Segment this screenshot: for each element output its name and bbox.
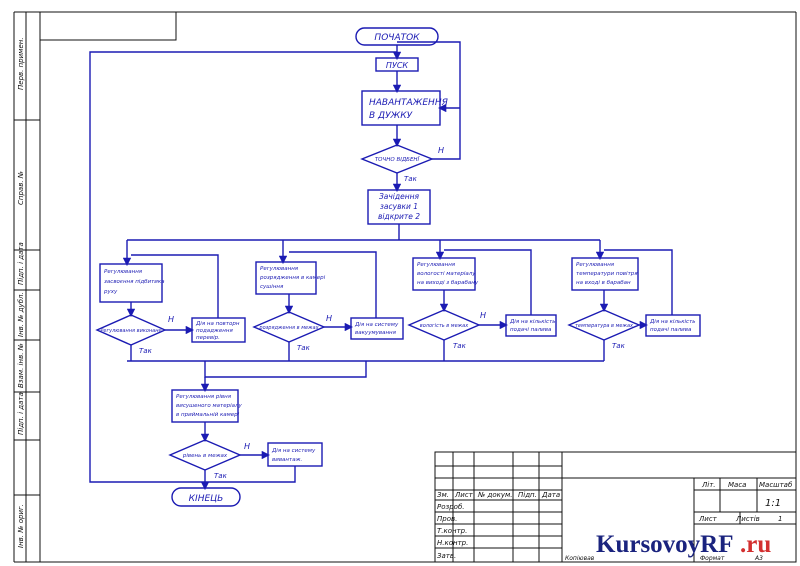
branch-2-process-line-3: сушіння [260, 284, 284, 290]
branch-1-no: Н [168, 315, 174, 324]
branch-3-decision-label: вологість в межах [420, 323, 468, 329]
branch-4-process-line-1: Регулювання [576, 262, 615, 268]
tb-sheets-value: 1 [778, 515, 782, 523]
tb-sheets: Листів [735, 515, 760, 523]
level-action-line-2: вивантаж. [272, 457, 303, 463]
tb-header-date: Дата [541, 491, 560, 499]
side-label-sign-date-2: Підп. і дата [17, 392, 25, 435]
branch-4-process [571, 257, 639, 291]
level-process-line-1: Регулювання рівня [176, 394, 232, 400]
watermark-text: KursovoyRF [596, 531, 734, 558]
branch-2-process [255, 261, 317, 295]
tb-role-approved: Затв. [437, 552, 456, 560]
side-label-repl-inv: Взам. інв. № [17, 343, 25, 388]
watermark-logo: KursovoyRF .ru [596, 531, 771, 558]
branch-1-action-line-3: перевір. [196, 335, 220, 341]
branch-1-process-line-1: Регулювання [104, 269, 143, 275]
decision-loaded-label: ТОЧНО ВІДБЕНЇ [375, 156, 421, 163]
tb-mass: Маса [728, 481, 746, 489]
drawing-frame [13, 11, 797, 563]
branch-2-process-line-2: розрядження в камері [259, 275, 326, 281]
loading-line-1: НАВАНТАЖЕННЯ [369, 98, 448, 108]
branch-4-yes: Так [612, 342, 626, 350]
branch-2-decision-label: розрядження в межах [258, 325, 318, 331]
tb-header-sign: Підп. [518, 491, 537, 499]
branch-1-process-line-3: руху [103, 289, 118, 295]
branch-2-no: Н [326, 314, 332, 323]
open-valves-line-3: відкрите 2 [378, 212, 420, 221]
tb-lit: Літ. [701, 481, 716, 489]
branch-1-action-line-1: Дія на повторн [195, 321, 240, 327]
tb-sheet: Лист [698, 515, 718, 523]
tb-header-change: Зм. [437, 491, 449, 499]
loop-line [89, 51, 397, 483]
title-block [434, 451, 797, 563]
side-label-dup-inv: Інв. № дубл. [17, 292, 25, 337]
decision-loaded-no: Н [438, 146, 444, 155]
side-label-orig-inv: Інв. № ориг. [17, 504, 25, 548]
tb-scale: Масштаб [759, 481, 793, 489]
tb-header-sheet: Лист [454, 491, 474, 499]
branch-4-process-line-3: на вході в барабан [576, 280, 631, 286]
branch-1: Регулювання засвоєння підбитика руху Рег… [95, 240, 246, 361]
tb-format: Формат [700, 555, 725, 562]
level-no: Н [244, 442, 250, 451]
open-valves-line-2: засувки 1 [380, 202, 418, 211]
flowchart: ПОЧАТОК ПУСК НАВАНТАЖЕННЯ В ДУЖКУ ТОЧНО … [89, 27, 701, 507]
start-label: ПОЧАТОК [374, 33, 420, 43]
level-yes: Так [214, 472, 228, 480]
branch-3-action-line-2: подачі палива [510, 327, 552, 333]
level-process-line-3: в приймальній камері [176, 412, 240, 418]
branch-1-action-line-2: подадження [196, 328, 233, 334]
open-valves-line-1: Зачідення [379, 192, 420, 201]
tb-role-norm-control: Н.контр. [437, 539, 468, 547]
branch-2-action-line-2: вакуумування [355, 330, 397, 336]
branch-1-yes: Так [139, 347, 153, 355]
level-process-line-2: висушеного матеріалу [176, 403, 242, 409]
branch-3-action-line-1: Дія на кількість [509, 319, 556, 325]
branch-1-decision-label: Регулювання виконане [100, 328, 161, 334]
level-action-line-1: Дія на систему [271, 448, 316, 454]
tb-format-value: А3 [754, 555, 763, 562]
watermark-suffix: .ru [740, 531, 771, 558]
branch-3: Регулювання вологості матеріалу на виход… [407, 240, 557, 361]
tb-copied: Копіював [565, 555, 595, 562]
branch-4-action [645, 314, 701, 337]
branch-2-action [350, 317, 404, 340]
tb-role-tech-control: Т.контр. [437, 527, 467, 535]
end-terminator [171, 487, 241, 507]
branch-4-action-line-1: Дія на кількість [649, 319, 696, 325]
tb-scale-value: 1:1 [765, 498, 781, 509]
branch-4-process-line-2: температури повітря [576, 271, 638, 277]
branch-3-no: Н [480, 311, 486, 320]
title-block-text: Зм. Лист № докум. Підп. Дата Розроб. Про… [437, 481, 793, 562]
branch-2-yes: Так [297, 344, 311, 352]
branch-2-process-line-1: Регулювання [260, 266, 299, 272]
branch-3-yes: Так [453, 342, 467, 350]
branch-2-action-line-1: Дія на систему [354, 322, 399, 328]
tb-role-checker: Пров. [437, 515, 457, 523]
side-label-sign-date-1: Підп. і дата [17, 242, 25, 285]
branch-4: Регулювання температури повітря на вході… [567, 240, 701, 361]
side-label-ref-no: Справ. № [17, 171, 25, 205]
side-label-first-use: Перв. примен. [17, 37, 25, 90]
end-label: КІНЕЦЬ [189, 494, 224, 504]
branch-4-decision-label: температура в межах [575, 323, 633, 329]
side-labels: Перв. примен. Справ. № Підп. і дата Інв.… [17, 37, 25, 548]
tb-header-doc: № докум. [477, 491, 513, 499]
branch-3-process-line-1: Регулювання [417, 262, 456, 268]
branch-2: Регулювання розрядження в камері сушіння… [252, 240, 404, 361]
branch-1-process-line-2: засвоєння підбитика [104, 279, 165, 285]
tb-role-developer: Розроб. [437, 503, 465, 511]
branch-3-process-line-2: вологості матеріалу [417, 271, 476, 277]
branch-4-action-line-2: подачі палива [650, 327, 692, 333]
decision-loaded-yes: Так [404, 175, 418, 183]
branch-3-process-line-3: на виході з барабану [417, 280, 479, 286]
launch-label: ПУСК [386, 61, 408, 70]
loading-line-2: В ДУЖКУ [369, 111, 413, 121]
level-decision-label: рівень в межах [182, 453, 228, 459]
